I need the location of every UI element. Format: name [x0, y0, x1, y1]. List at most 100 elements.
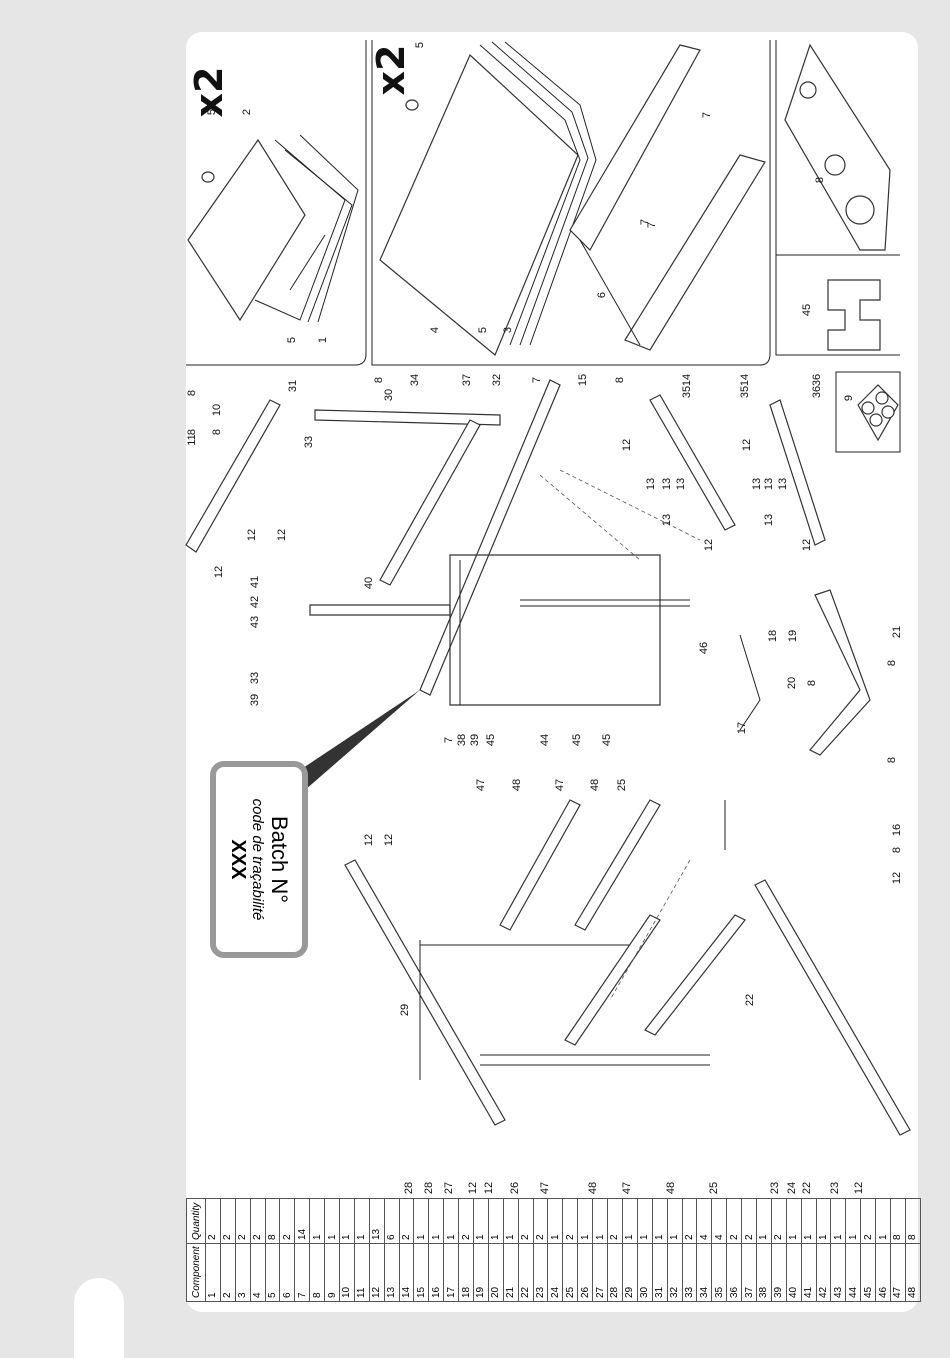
callout-panel2-7: 7 — [701, 112, 713, 118]
component-number: 26 — [577, 1243, 593, 1302]
component-number: 22 — [518, 1243, 534, 1302]
component-number: 20 — [488, 1243, 504, 1302]
component-number: 12 — [369, 1243, 385, 1302]
component-quantity: 8 — [905, 1198, 921, 1244]
component-quantity: 1 — [503, 1198, 519, 1244]
callout-lower-24: 24 — [786, 1182, 798, 1194]
component-quantity: 4 — [711, 1198, 727, 1244]
callout-panel2-5: 5 — [477, 327, 489, 333]
callout-lower-27: 27 — [443, 1182, 455, 1194]
callout-panel1-5: 5 — [286, 337, 298, 343]
callout-lower-23: 23 — [769, 1182, 781, 1194]
component-quantity: 1 — [443, 1198, 459, 1244]
component-number: 30 — [637, 1243, 653, 1302]
component-quantity: 2 — [860, 1198, 876, 1244]
component-number: 5 — [265, 1243, 280, 1302]
component-number: 27 — [592, 1243, 608, 1302]
callout-lower-22: 22 — [801, 1182, 813, 1194]
callout-upper-13: 13 — [777, 478, 789, 490]
callout-upper-12: 12 — [621, 439, 633, 451]
lower-assembly-illustration — [344, 799, 911, 1136]
multiplier-label-2: x2 — [369, 45, 413, 96]
callout-lower-29: 29 — [399, 1004, 411, 1016]
callout-upper-8: 8 — [806, 680, 818, 686]
callout-upper-17: 17 — [736, 722, 748, 734]
callout-upper-39: 39 — [249, 694, 261, 706]
panel-frame-parts — [775, 40, 900, 356]
component-quantity: 1 — [339, 1198, 355, 1244]
component-number: 11 — [354, 1243, 370, 1302]
callout-upper-8: 8 — [373, 377, 385, 383]
callout-upper-45: 45 — [485, 734, 497, 746]
batch-subtitle: code de traçabilité — [249, 798, 266, 921]
callout-upper-19: 19 — [787, 630, 799, 642]
callout-upper-10: 10 — [211, 404, 223, 416]
callout-upper-36: 36 — [811, 374, 823, 386]
component-number: 16 — [428, 1243, 444, 1302]
callout-lower-47: 47 — [475, 779, 487, 791]
component-quantity: 1 — [473, 1198, 489, 1244]
component-quantity: 2 — [250, 1198, 266, 1244]
callout-upper-7: 7 — [531, 377, 543, 383]
component-quantity: 1 — [816, 1198, 831, 1244]
shelf-board-illustration — [187, 134, 359, 323]
callout-lower-16: 16 — [891, 824, 903, 836]
callout-lower-48: 48 — [587, 1182, 599, 1194]
batch-code: XXX — [227, 839, 249, 880]
component-quantity: 1 — [413, 1198, 429, 1244]
callout-upper-12: 12 — [246, 529, 258, 541]
callout-upper-42: 42 — [249, 596, 261, 608]
callout-panel2-3: 3 — [502, 327, 514, 333]
component-quantity: 2 — [607, 1198, 623, 1244]
component-number: 43 — [830, 1243, 846, 1302]
callout-upper-32: 32 — [491, 374, 503, 386]
component-quantity: 1 — [830, 1198, 846, 1244]
component-quantity: 2 — [682, 1198, 697, 1244]
batch-pointer — [300, 690, 420, 790]
component-quantity: 1 — [845, 1198, 861, 1244]
upper-assembly-illustration — [185, 379, 871, 756]
callout-lower-8: 8 — [891, 847, 903, 853]
callout-upper-12: 12 — [801, 539, 813, 551]
component-quantity: 4 — [696, 1198, 712, 1244]
component-quantity: 1 — [488, 1198, 504, 1244]
component-quantity: 1 — [547, 1198, 563, 1244]
component-number: 15 — [413, 1243, 429, 1302]
component-number: 32 — [667, 1243, 682, 1302]
table-header-quantity: Quantity — [186, 1198, 206, 1244]
basket-board-illustration — [379, 41, 766, 356]
component-number: 7 — [294, 1243, 310, 1302]
callout-upper-35: 35 — [739, 386, 751, 398]
component-quantity: 2 — [726, 1198, 742, 1244]
callout-lower-12: 12 — [483, 1182, 495, 1194]
panel-frame-shelf — [186, 40, 367, 366]
callout-lower-12: 12 — [383, 834, 395, 846]
component-number: 40 — [786, 1243, 802, 1302]
callout-upper-33: 33 — [303, 436, 315, 448]
callout-upper-13: 13 — [751, 478, 763, 490]
component-quantity: 2 — [533, 1198, 548, 1244]
component-number: 9 — [324, 1243, 340, 1302]
callout-upper-46: 46 — [698, 642, 710, 654]
component-number: 35 — [711, 1243, 727, 1302]
callout-lower-22: 22 — [744, 994, 756, 1006]
component-quantity: 2 — [458, 1198, 474, 1244]
